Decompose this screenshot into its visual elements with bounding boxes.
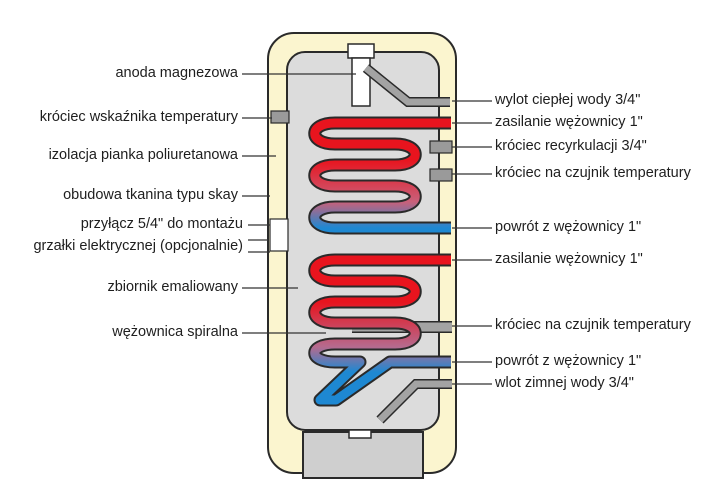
label-lower-coil-return: powrót z wężownicy 1" xyxy=(495,353,642,369)
recirculation-socket xyxy=(429,140,453,154)
label-temperature-indicator-socket: króciec wskaźnika temperatury xyxy=(39,109,238,125)
tank-foot xyxy=(302,431,424,479)
sensor-socket-upper xyxy=(429,168,453,182)
label-hot-water-outlet: wylot ciepłej wody 3/4" xyxy=(495,92,641,108)
label-upper-coil-return: powrót z wężownicy 1" xyxy=(495,219,642,235)
label-upper-coil-supply: zasilanie wężownicy 1" xyxy=(495,114,643,130)
magnesium-anode xyxy=(351,57,371,107)
magnesium-anode-cap xyxy=(347,43,375,59)
label-heater-connection-line2: grzałki elektrycznej (opcjonalnie) xyxy=(33,238,243,254)
label-cold-water-inlet: wlot zimnej wody 3/4" xyxy=(495,375,634,391)
label-heater-connection-line1: przyłącz 5/4" do montażu xyxy=(80,216,243,232)
label-magnesium-anode: anoda magnezowa xyxy=(115,65,238,81)
label-lower-coil-supply: zasilanie wężownicy 1" xyxy=(495,251,643,267)
label-upper-sensor-socket: króciec na czujnik temperatury xyxy=(495,165,691,181)
right-leaders xyxy=(452,100,492,385)
temperature-indicator-socket xyxy=(270,110,290,124)
left-leaders xyxy=(242,73,356,334)
heater-socket xyxy=(269,218,289,252)
upper-coil xyxy=(308,116,451,235)
lower-coil xyxy=(308,253,451,407)
label-skay-fabric-casing: obudowa tkanina typu skay xyxy=(63,187,238,203)
label-enamel-tank: zbiornik emaliowany xyxy=(107,279,238,295)
label-pu-foam-insulation: izolacja pianka poliuretanowa xyxy=(48,147,238,163)
label-spiral-coil: wężownica spiralna xyxy=(112,324,238,340)
label-heater-connection: przyłącz 5/4" do montażu grzałki elektry… xyxy=(33,216,243,255)
bottom-plug xyxy=(348,429,372,439)
label-recirculation-socket: króciec recyrkulacji 3/4" xyxy=(495,138,647,154)
label-lower-sensor-socket: króciec na czujnik temperatury xyxy=(495,317,691,333)
